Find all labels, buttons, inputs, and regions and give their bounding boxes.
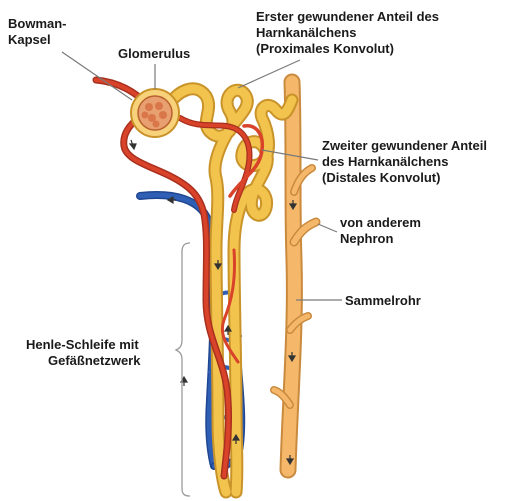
glomerulus-label: Glomerulus [118,46,190,62]
bowman-capsule [131,89,179,137]
bowman-capsule-label: Bowman- Kapsel [8,16,67,48]
glomerulus-label-line-1: Glomerulus [118,46,190,62]
distal-convolution-label: Zweiter gewundener Anteil des Harnkanälc… [322,138,487,186]
proximal-label-line-3: (Proximales Konvolut) [256,41,439,57]
distal-label-line-1: Zweiter gewundener Anteil [322,138,487,154]
distal-label-line-2: des Harnkanälchens [322,154,487,170]
proximal-label-line-1: Erster gewundener Anteil des [256,9,439,25]
collecting-duct-label-line-1: Sammelrohr [345,293,421,309]
distal-label-line-3: (Distales Konvolut) [322,170,487,186]
other-nephron-label: von anderem Nephron [340,215,421,247]
other-nephron-label-line-1: von anderem [340,215,421,231]
collecting-duct-label: Sammelrohr [345,293,421,309]
bowman-label-line-1: Bowman- [8,16,67,32]
bowman-label-line-2: Kapsel [8,32,67,48]
henle-loop-label: Henle-Schleife mit Gefäßnetzwerk [26,337,140,369]
henle-label-line-1: Henle-Schleife mit [26,337,140,353]
collecting-duct [274,82,316,470]
other-nephron-label-line-2: Nephron [340,231,421,247]
proximal-label-line-2: Harnkanälchens [256,25,439,41]
henle-bracket [176,243,190,496]
proximal-convolution-label: Erster gewundener Anteil des Harnkanälch… [256,9,439,57]
henle-label-line-2: Gefäßnetzwerk [26,353,140,369]
